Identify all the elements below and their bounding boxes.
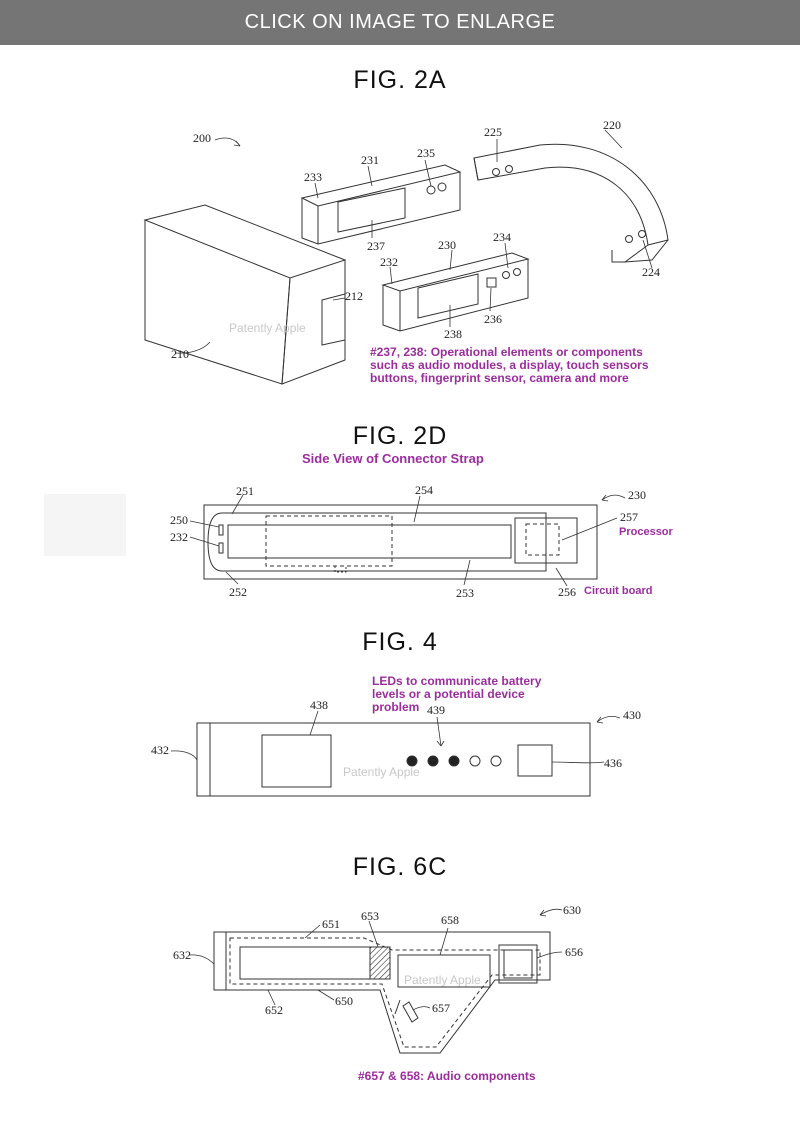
strap-230 (381, 252, 530, 332)
processor-label: Processor (619, 526, 673, 538)
ref-224: 224 (642, 265, 660, 279)
ref-653: 653 (361, 909, 379, 923)
ref-658: 658 (441, 913, 459, 927)
ref-438: 438 (310, 698, 328, 712)
ref-212: 212 (345, 289, 363, 303)
ref-232-2d: 232 (170, 530, 188, 544)
fig-6c-title: FIG. 6C (352, 853, 448, 881)
watermark: Patently Apple (229, 321, 306, 335)
annotation-line: such as audio modules, a display, touch … (370, 358, 649, 372)
ref-254: 254 (415, 483, 433, 497)
ref-220: 220 (603, 118, 621, 132)
ref-225: 225 (484, 125, 502, 139)
band-220 (473, 143, 669, 263)
led-on (427, 755, 439, 767)
circuit-board-label: Circuit board (584, 585, 653, 597)
fig-2d-subtitle: Side View of Connector Strap (302, 451, 484, 466)
ref-651: 651 (322, 917, 340, 931)
ref-234: 234 (493, 230, 511, 244)
ref-656: 656 (565, 945, 583, 959)
housing-210 (143, 204, 347, 385)
fig-4-title: FIG. 4 (362, 628, 438, 656)
annotation-line: buttons, fingerprint sensor, camera and … (370, 371, 629, 385)
annotation-line: levels or a potential device (372, 687, 525, 701)
ref-439: 439 (427, 703, 445, 717)
ref-657: 657 (432, 1001, 450, 1015)
fig-2a-title: FIG. 2A (353, 66, 447, 94)
annotation-line: LEDs to communicate battery (372, 674, 542, 688)
annotation-line: #237, 238: Operational elements or compo… (370, 345, 643, 359)
ref-251: 251 (236, 484, 254, 498)
ref-238: 238 (444, 327, 462, 341)
ref-432: 432 (151, 743, 169, 757)
watermark: Patently Apple (404, 973, 481, 987)
ref-436: 436 (604, 756, 622, 770)
fig-6c-annotation: #657 & 658: Audio components (358, 1069, 536, 1083)
fig-4-drawing: 430 432 436 438 439 Patently Apple (151, 698, 641, 797)
ref-237: 237 (367, 239, 385, 253)
ref-231: 231 (361, 153, 379, 167)
ref-252: 252 (229, 585, 247, 599)
ref-250: 250 (170, 513, 188, 527)
ref-235: 235 (417, 146, 435, 160)
led-on (406, 755, 418, 767)
ref-230-2d: 230 (628, 488, 646, 502)
ref-652: 652 (265, 1003, 283, 1017)
strap-231 (300, 164, 462, 245)
ref-632: 632 (173, 948, 191, 962)
fig-4-annotation: LEDs to communicate battery levels or a … (372, 675, 541, 714)
background-artifact (44, 494, 126, 556)
annotation-line: problem (372, 700, 420, 714)
ref-430: 430 (623, 708, 641, 722)
ref-232: 232 (380, 255, 398, 269)
ref-650: 650 (335, 994, 353, 1008)
ref-210: 210 (171, 347, 189, 361)
ref-230: 230 (438, 238, 456, 252)
led-off (469, 755, 481, 767)
fig-2d-drawing: 230 232 250 251 252 253 254 256 257 (170, 483, 646, 600)
led-off (490, 755, 502, 767)
watermark: Patently Apple (343, 765, 420, 779)
fig-6c-drawing: 630 632 650 651 652 653 656 657 658 Pate… (173, 903, 583, 1054)
ref-253: 253 (456, 586, 474, 600)
enlarge-banner[interactable]: CLICK ON IMAGE TO ENLARGE (0, 0, 800, 45)
fig-2d-title: FIG. 2D (352, 422, 448, 450)
ref-256: 256 (558, 585, 576, 599)
component-653 (369, 946, 391, 980)
ref-236: 236 (484, 312, 502, 326)
ref-200: 200 (193, 131, 211, 145)
fig-2a-drawing: 200 210 212 220 224 225 230 231 232 233 … (143, 118, 669, 385)
fig-2a-annotation: #237, 238: Operational elements or compo… (370, 346, 649, 385)
ref-257: 257 (620, 510, 638, 524)
ref-630: 630 (563, 903, 581, 917)
led-on (448, 755, 460, 767)
ref-233: 233 (304, 170, 322, 184)
